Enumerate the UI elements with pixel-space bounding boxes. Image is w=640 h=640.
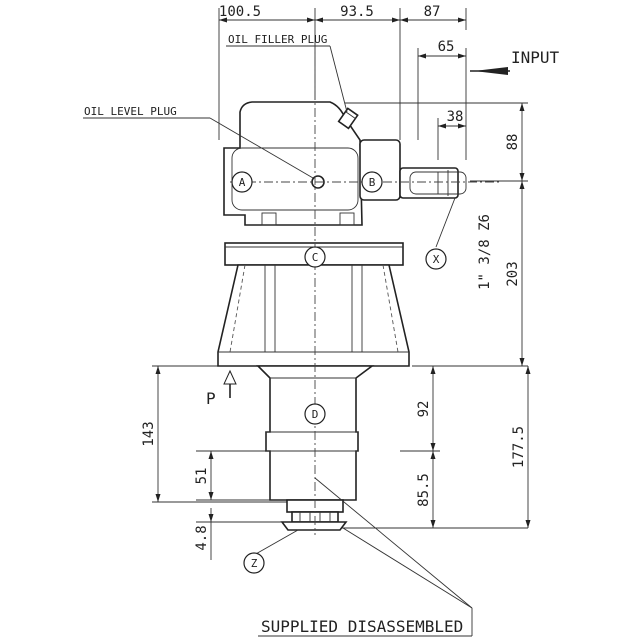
dim-right-mid: 92 [416,401,432,418]
label-input: INPUT [511,48,560,67]
dim-bottom-left: 4.8 [194,525,210,550]
marker-c: C [304,246,326,268]
dimension-lines [155,17,531,560]
center-lines [230,40,500,535]
label-oil-filler: OIL FILLER PLUG [228,33,327,46]
dim-left-height: 143 [141,421,157,446]
dim-small-left: 51 [194,468,210,485]
marker-b: B [361,171,383,193]
dim-input-length: 65 [438,39,455,55]
dim-right-lower: 85.5 [416,473,432,507]
svg-text:Z: Z [251,557,258,570]
label-oil-level: OIL LEVEL PLUG [84,105,177,118]
label-spline: 1" 3/8 Z6 [477,214,493,290]
marker-z: Z [243,552,265,574]
marker-d: D [304,403,326,425]
dim-shaft-length: 38 [447,109,464,125]
svg-text:D: D [312,408,319,421]
leader-lines [83,45,510,637]
dim-upper-height: 88 [505,134,521,151]
svg-text:A: A [239,176,246,189]
svg-text:X: X [433,253,440,266]
svg-text:C: C [312,251,319,264]
dim-lower-height: 203 [505,261,521,286]
dim-top-mid: 93.5 [340,4,374,20]
gearbox-body [217,101,467,531]
dim-right-total: 177.5 [511,426,527,468]
marker-a: A [231,171,253,193]
label-supplied-disassembled: SUPPLIED DISASSEMBLED [261,617,463,636]
label-p: P [206,389,216,408]
dim-top-left: 100.5 [219,4,261,20]
svg-text:B: B [369,176,376,189]
dim-top-right: 87 [424,4,441,20]
marker-x: X [425,248,447,270]
